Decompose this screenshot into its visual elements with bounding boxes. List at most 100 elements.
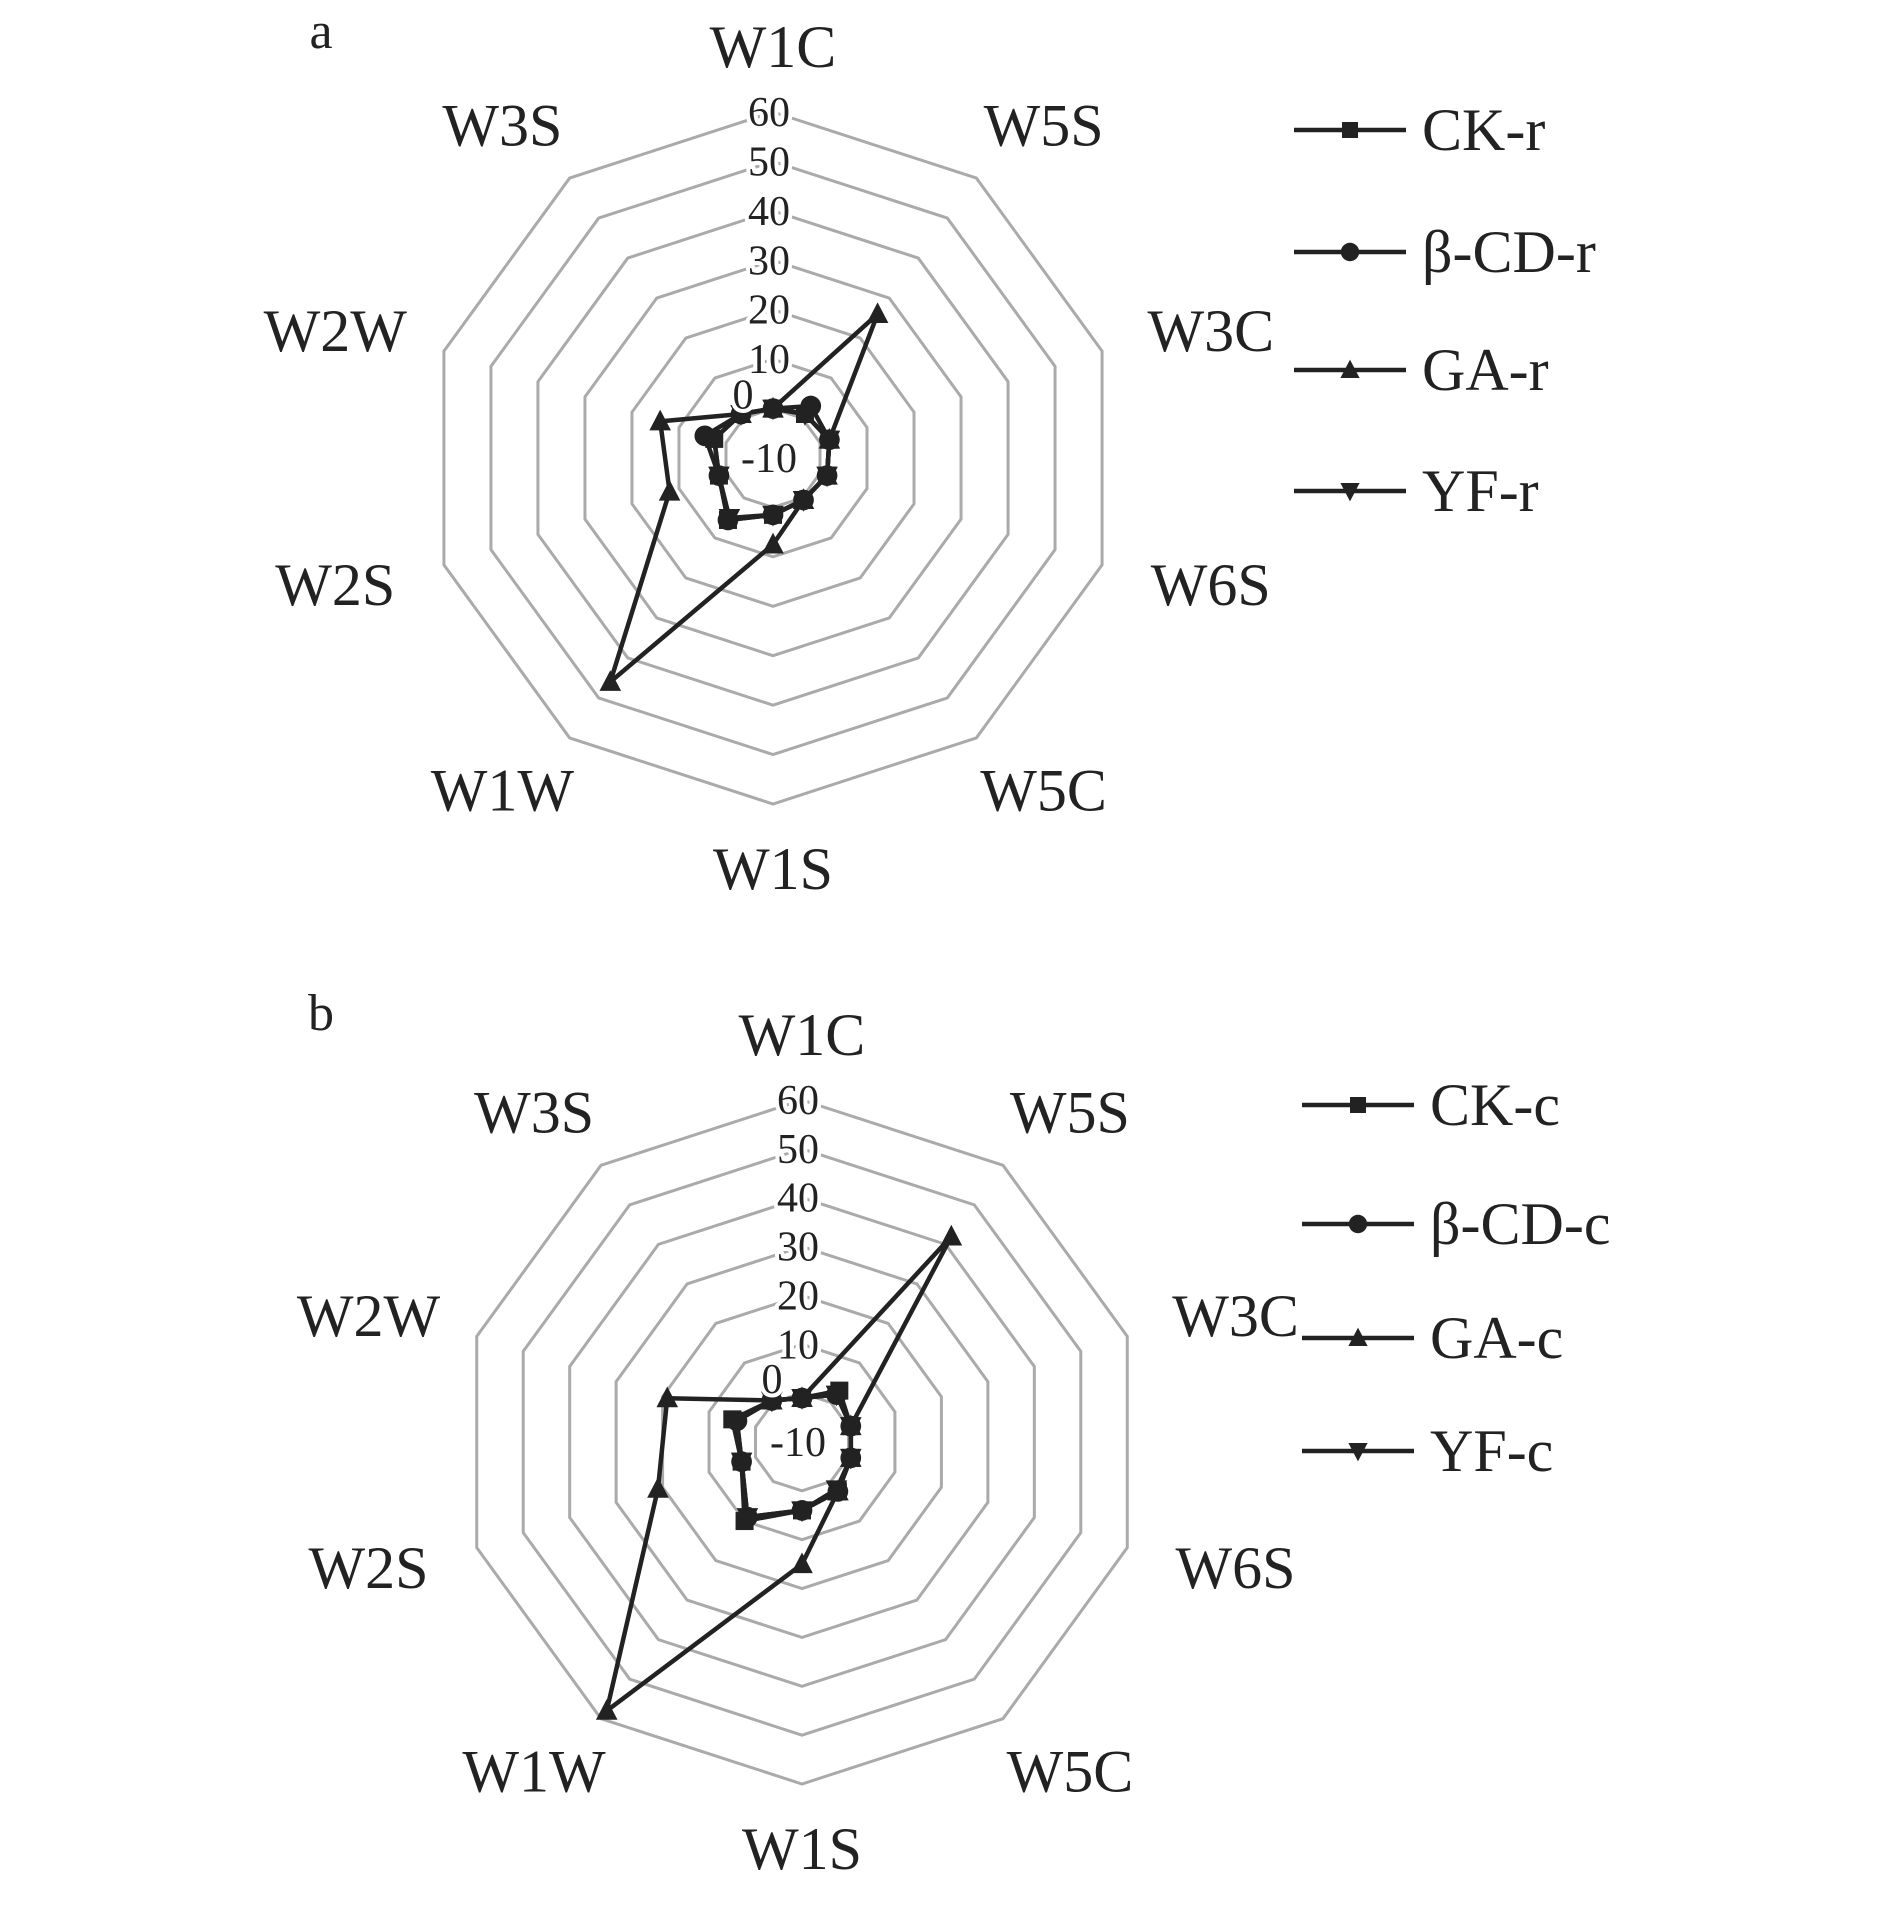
- data-point: [839, 1417, 862, 1438]
- grid-ring: [489, 159, 1057, 757]
- legend-label: CK-r: [1422, 97, 1545, 163]
- data-point: [866, 302, 889, 324]
- axis-label-w1s: W1S: [713, 836, 833, 902]
- legend-label: GA-r: [1422, 337, 1549, 403]
- axis-label-w1c: W1C: [710, 14, 837, 80]
- tick-label: 60: [748, 90, 790, 136]
- legend-item: YF-c: [1302, 1418, 1553, 1484]
- axis-label-w3s: W3S: [442, 92, 562, 158]
- legend-item: CK-c: [1302, 1072, 1560, 1138]
- grid-ring: [707, 1342, 897, 1542]
- axis-label-w5s: W5S: [984, 92, 1104, 158]
- legend-marker: [1340, 483, 1360, 502]
- data-point: [736, 1508, 759, 1529]
- axis-label-w1w: W1W: [431, 758, 575, 824]
- axis-label-w1s: W1S: [742, 1816, 862, 1882]
- tick-label: 10: [777, 1322, 819, 1368]
- legend-label: CK-c: [1430, 1072, 1560, 1138]
- data-point: [791, 1552, 813, 1574]
- axis-label-w2s: W2S: [308, 1535, 428, 1601]
- tick-label: 0: [762, 1357, 783, 1403]
- panel-label: a: [309, 3, 332, 60]
- axis-label-w3s: W3S: [474, 1080, 594, 1146]
- series-yf-r: [703, 399, 841, 530]
- data-point: [708, 466, 730, 488]
- panel-label: b: [308, 985, 334, 1042]
- data-point: [647, 1477, 669, 1498]
- tick-label: 0: [733, 373, 754, 419]
- tick-label: -10: [770, 1420, 826, 1466]
- axis-label-w2w: W2W: [297, 1283, 441, 1349]
- axis-label-w5c: W5C: [1007, 1738, 1134, 1804]
- grid-ring: [475, 1098, 1129, 1786]
- data-point: [656, 1386, 679, 1408]
- axis-label-w5c: W5C: [980, 758, 1107, 824]
- data-point: [940, 1224, 963, 1246]
- grid-ring: [614, 1244, 990, 1640]
- grid-ring: [630, 308, 916, 608]
- data-point: [825, 1480, 848, 1502]
- legend-marker: [1348, 1327, 1368, 1346]
- tick-label: 40: [777, 1176, 819, 1222]
- legend-item: GA-c: [1302, 1305, 1563, 1371]
- data-point: [718, 508, 741, 530]
- legend-item: GA-r: [1294, 337, 1549, 403]
- axis-label-w3c: W3C: [1147, 298, 1274, 364]
- data-point: [762, 532, 784, 554]
- tick-label: 30: [748, 238, 790, 284]
- axis-label-w1w: W1W: [462, 1738, 606, 1804]
- tick-label: 50: [748, 139, 790, 185]
- tick-label: 20: [748, 288, 790, 334]
- data-point: [816, 466, 838, 488]
- tick-label: 40: [748, 189, 790, 235]
- data-point: [761, 1391, 783, 1413]
- legend-label: YF-r: [1422, 458, 1539, 524]
- data-point: [762, 399, 784, 421]
- grid-ring: [536, 209, 1010, 707]
- axis-label-w6s: W6S: [1176, 1535, 1296, 1601]
- axis-label-w3c: W3C: [1172, 1283, 1299, 1349]
- tick-label: 10: [748, 337, 790, 383]
- legend-label: GA-c: [1430, 1305, 1563, 1371]
- data-point: [599, 670, 622, 691]
- legend-item: CK-r: [1294, 97, 1545, 163]
- grid-ring: [677, 357, 869, 559]
- axis-label-w6s: W6S: [1151, 552, 1271, 618]
- data-point: [658, 479, 681, 501]
- legend-marker: [1348, 1443, 1368, 1462]
- grid-ring: [661, 1293, 943, 1591]
- legend-label: YF-c: [1430, 1418, 1553, 1484]
- legend-item: β-CD-r: [1294, 219, 1596, 285]
- data-point: [818, 430, 841, 452]
- tick-label: 60: [777, 1078, 819, 1124]
- tick-label: 30: [777, 1225, 819, 1271]
- data-point: [792, 490, 815, 512]
- data-point: [726, 1411, 748, 1433]
- data-point: [703, 429, 726, 451]
- legend-item: β-CD-c: [1302, 1191, 1610, 1257]
- legend-marker: [1340, 242, 1360, 262]
- legend-marker: [1350, 1097, 1366, 1113]
- tick-label: 20: [777, 1273, 819, 1319]
- grid-ring: [521, 1147, 1083, 1737]
- tick-label: -10: [741, 436, 797, 482]
- legend-label: β-CD-c: [1430, 1191, 1610, 1257]
- legend-marker: [1348, 1214, 1368, 1234]
- data-point: [839, 1448, 862, 1470]
- data-point: [730, 405, 752, 426]
- data-point: [730, 1452, 753, 1474]
- grid-ring: [568, 1196, 1036, 1688]
- data-point: [794, 405, 816, 426]
- data-point: [791, 1389, 813, 1410]
- grid-ring: [442, 110, 1104, 806]
- axis-label-w2w: W2W: [264, 298, 408, 364]
- data-point: [595, 1699, 618, 1720]
- legend-marker: [1342, 122, 1358, 138]
- grid-ring: [583, 258, 963, 658]
- legend-marker: [1340, 359, 1360, 378]
